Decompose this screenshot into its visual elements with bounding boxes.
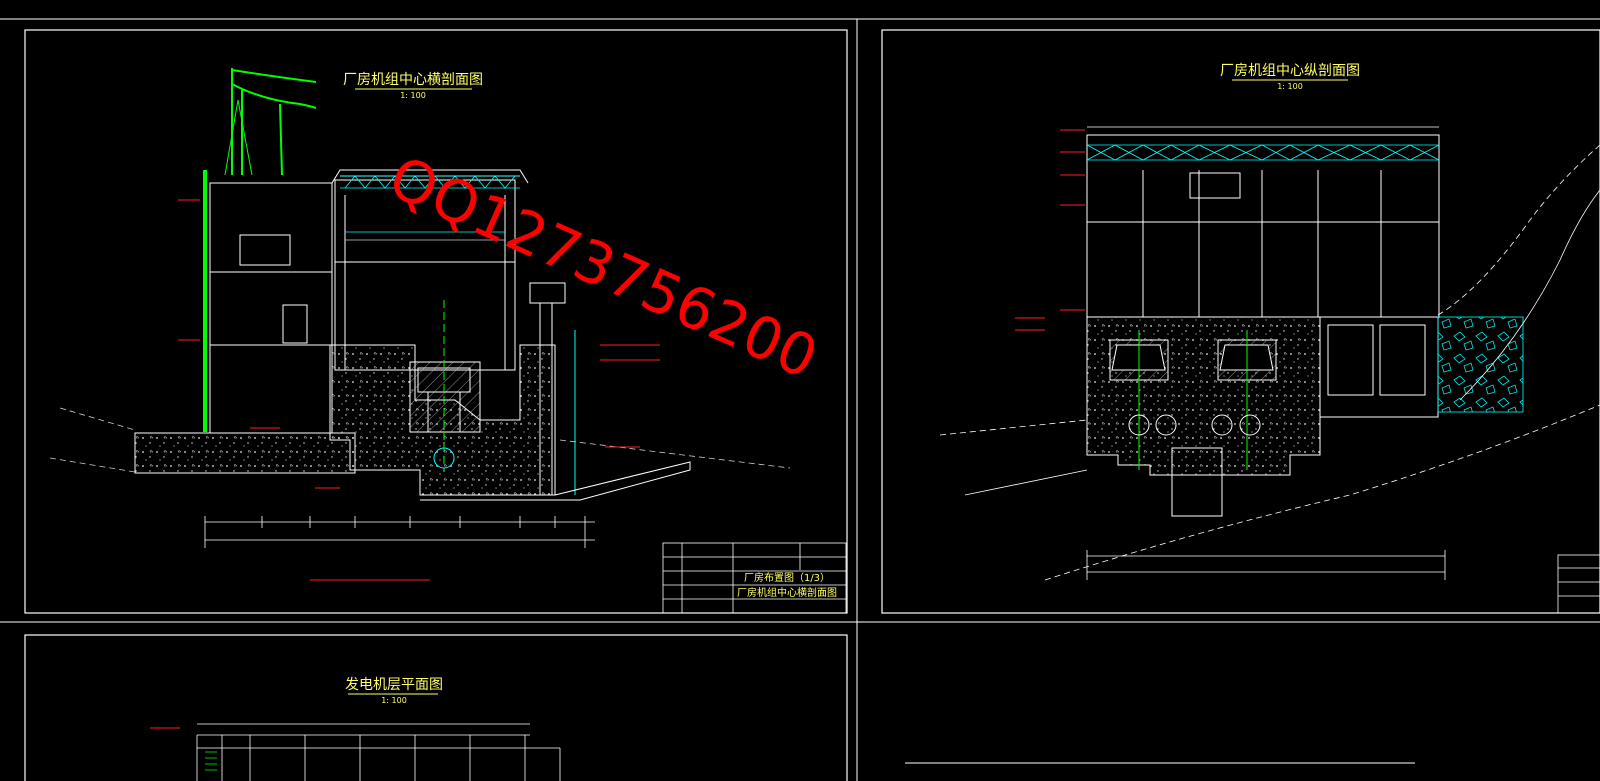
sheet-border (881, 29, 1600, 614)
longitudinal-dimensions (1086, 126, 1446, 580)
watermark-text: QQ1273756200 (379, 143, 827, 392)
longitudinal-generator-units (1109, 330, 1277, 470)
concrete-substructure (134, 344, 556, 496)
transformer-gantry (203, 68, 317, 432)
sheet-longitudinal-section[interactable]: 厂房机组中心纵剖面图 1: 100 (881, 29, 1600, 614)
title-block-sheet-name: 厂房机组中心横剖面图 (737, 586, 837, 599)
title-block-partial (1557, 554, 1600, 614)
title-block (662, 542, 847, 614)
layout-frame (0, 18, 1600, 781)
sheet-title: 厂房机组中心横剖面图 (343, 72, 483, 88)
tailrace-structure (420, 282, 691, 501)
sheet-title: 厂房机组中心纵剖面图 (1220, 63, 1360, 79)
longitudinal-superstructure (1086, 134, 1440, 318)
sheet-border (24, 634, 848, 781)
ground-profile (49, 407, 791, 473)
generator-unit (239, 234, 471, 470)
sheet-scale: 1: 100 (381, 696, 407, 705)
sheet-scale: 1: 100 (400, 91, 426, 100)
roof-truss (340, 175, 520, 241)
sheet-scale: 1: 100 (1277, 82, 1303, 91)
dimension-chain (204, 516, 595, 548)
sheet-cross-section[interactable]: 厂房机组中心横剖面图 1: 100 (24, 29, 848, 614)
longitudinal-elevation-markers (1015, 129, 1085, 331)
sheet-title: 发电机层平面图 (345, 677, 443, 693)
floor-plan-outline (196, 723, 561, 781)
title-block-drawing-name: 厂房布置图（1/3） (744, 571, 830, 584)
sheet-border (24, 29, 848, 614)
sheet-generator-floor-plan[interactable]: 发电机层平面图 1: 100 (24, 634, 1415, 781)
hill-slope (939, 144, 1600, 581)
elevation-markers (178, 199, 660, 581)
longitudinal-roof-truss (1086, 144, 1440, 161)
